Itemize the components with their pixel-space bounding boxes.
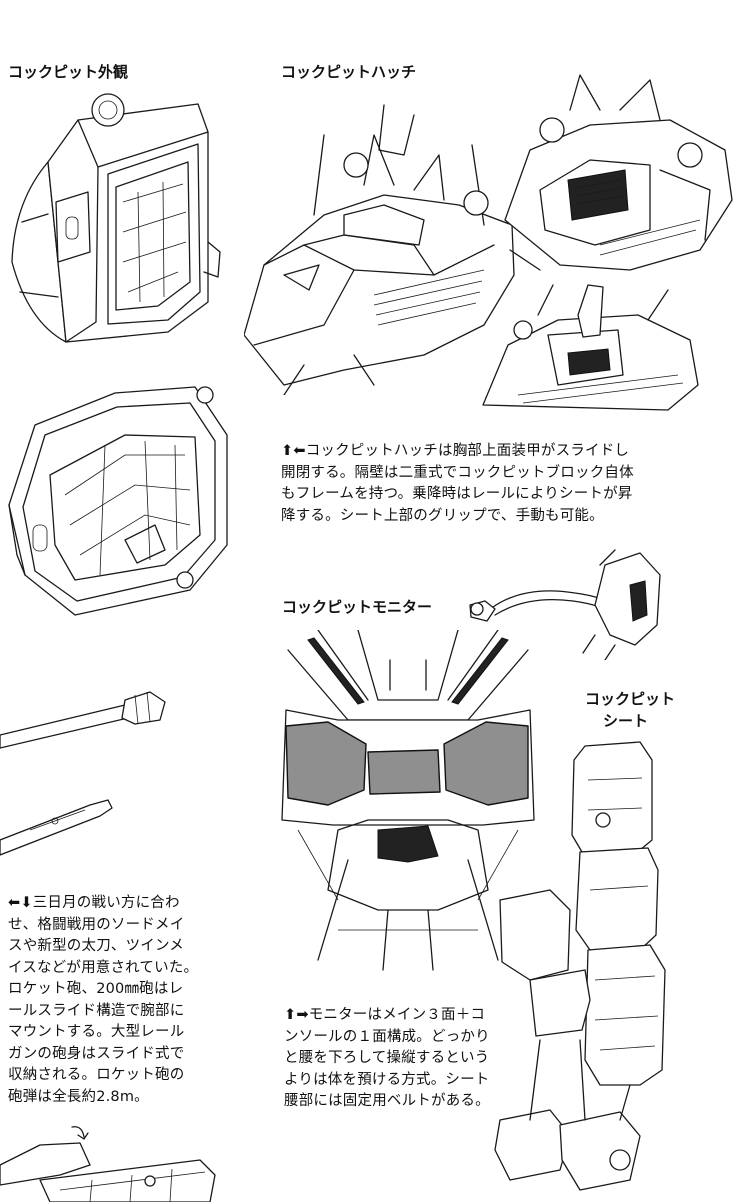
- heading-cockpit-hatch: コックピットハッチ: [281, 63, 417, 81]
- caption-weapons: ⬅⬇三日月の戦い方に合わ せ、格闘戦用のソードメイ スや新型の太刀、ツインメ イ…: [8, 895, 199, 1105]
- cockpit-seat-illustration: [490, 740, 670, 1200]
- cockpit-exterior-rear-illustration: [5, 375, 235, 625]
- weapons-illustration: [0, 680, 175, 870]
- cockpit-hatch-open-illustration: [500, 70, 740, 280]
- railgun-illustration: [0, 1125, 230, 1202]
- cockpit-hatch-closed-illustration: [244, 95, 519, 395]
- cockpit-hatch-seat-raised-illustration: [478, 275, 703, 415]
- heading-cockpit-seat-line1: コックピット: [585, 690, 676, 708]
- heading-cockpit-seat-line2: シート: [603, 712, 649, 730]
- seat-grip-illustration: [465, 545, 665, 660]
- caption-cockpit-monitor: ⬆➡モニターはメイン３面＋コ ンソールの１面構成。どっかり と腰を下ろして操縦す…: [284, 1007, 490, 1109]
- cockpit-monitor-illustration: [278, 630, 538, 980]
- caption-cockpit-hatch: ⬆⬅コックピットハッチは胸部上面装甲がスライドし 開閉する。隔壁は二重式でコック…: [281, 443, 634, 524]
- heading-cockpit-exterior: コックピット外観: [8, 63, 129, 81]
- heading-cockpit-monitor: コックピットモニター: [282, 598, 433, 616]
- cockpit-exterior-front-illustration: [8, 92, 228, 362]
